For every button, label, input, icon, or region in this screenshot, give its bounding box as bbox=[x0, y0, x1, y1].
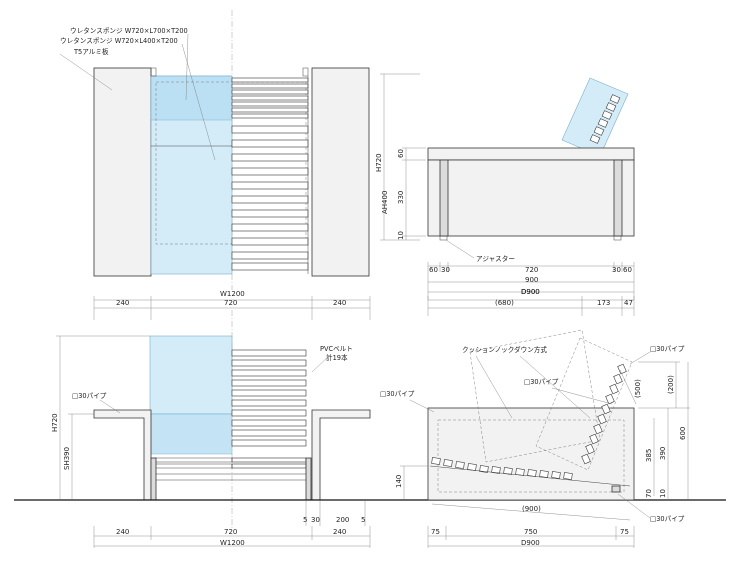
dim-h720: H720 bbox=[375, 153, 383, 172]
dim-10: 10 bbox=[397, 231, 405, 240]
seat-top-band bbox=[427, 147, 635, 161]
urethane-sponge-top bbox=[150, 75, 233, 121]
dim-ah400: AH400 bbox=[381, 191, 389, 214]
front-bottom-total: W1200 bbox=[220, 539, 245, 547]
dim-small-200: 200 bbox=[336, 516, 349, 524]
dim-60: 60 bbox=[397, 149, 405, 158]
dim-900-paren: (900) bbox=[522, 505, 541, 513]
pipe-label-left: □30パイプ bbox=[380, 390, 415, 398]
dim-330: 330 bbox=[397, 191, 405, 204]
dim-d900-top: D900 bbox=[521, 288, 540, 296]
cushion-label: クッションノックダウン方式 bbox=[462, 345, 547, 354]
dim-900: 900 bbox=[525, 276, 538, 284]
backrest-cushion bbox=[561, 77, 629, 157]
dim-small-5: 5 bbox=[303, 516, 307, 524]
dim-10-right: 10 bbox=[659, 489, 667, 498]
section-view: (680) 173 47 D900 bbox=[380, 288, 690, 548]
section-top-total: D900 bbox=[521, 288, 540, 296]
note-aluminum: T5アルミ板 bbox=[73, 47, 109, 56]
front-bottom-240-right: 240 bbox=[333, 528, 346, 536]
dim-bottom-30-right: 30 bbox=[612, 266, 621, 274]
dim-385: 385 bbox=[645, 449, 653, 462]
back-slats bbox=[589, 94, 621, 144]
section-top-47: 47 bbox=[624, 299, 633, 307]
dim-bottom-720: 720 bbox=[525, 266, 538, 274]
front-top-total: W1200 bbox=[220, 290, 245, 298]
dim-390: 390 bbox=[659, 447, 667, 460]
pvc-belt-slats-plan bbox=[231, 77, 309, 271]
front-bottom-720: 720 bbox=[224, 528, 237, 536]
note-sponge-2: ウレタンスポンジ W720×L400×T200 bbox=[60, 36, 178, 45]
front-top-240-left: 240 bbox=[116, 299, 129, 307]
adjuster-label: アジャスター bbox=[476, 254, 515, 263]
adjuster-right bbox=[613, 235, 622, 241]
section-bottom-total: D900 bbox=[521, 539, 540, 547]
dim-70: 70 bbox=[645, 489, 653, 498]
plan-view: ウレタンスポンジ W720×L700×T200 ウレタンスポンジ W720×L4… bbox=[59, 10, 370, 290]
right-arm-block bbox=[311, 67, 370, 277]
section-bottom-75-left: 75 bbox=[431, 528, 440, 536]
dim-small-5b: 5 bbox=[361, 516, 365, 524]
front-view: W1200 240 720 240 bbox=[14, 290, 726, 548]
front-top-720: 720 bbox=[224, 299, 237, 307]
side-frame bbox=[427, 159, 635, 237]
note-sponge-1: ウレタンスポンジ W720×L700×T200 bbox=[70, 26, 188, 35]
front-pipe-label: □30パイプ bbox=[72, 392, 107, 400]
dim-small-30: 30 bbox=[311, 516, 320, 524]
dim-front-h720: H720 bbox=[51, 413, 59, 432]
dim-front-sh390: SH390 bbox=[63, 447, 71, 470]
section-seat-slats bbox=[431, 457, 573, 480]
dim-bottom-60-right: 60 bbox=[623, 266, 632, 274]
section-adjuster bbox=[611, 485, 621, 493]
section-top-680: (680) bbox=[495, 299, 514, 307]
dim-bottom-30-left: 30 bbox=[441, 266, 450, 274]
side-view-top: アジャスター H720 60 AH400 330 10 60 30 720 30… bbox=[375, 73, 635, 300]
front-bottom-240-left: 240 bbox=[116, 528, 129, 536]
left-frame bbox=[93, 409, 152, 501]
dim-600: 600 bbox=[679, 427, 687, 440]
pvc-belt-label: PVCベルト bbox=[320, 345, 353, 353]
right-frame bbox=[311, 409, 371, 501]
dim-200: (200) bbox=[667, 375, 675, 394]
front-seat-cushion bbox=[149, 413, 233, 455]
pvc-belt-count: 計19本 bbox=[326, 353, 348, 362]
adjuster-left bbox=[439, 235, 448, 241]
pvc-belt-slats-front bbox=[231, 349, 307, 469]
dim-140: 140 bbox=[395, 475, 403, 488]
pipe-label-top-right: □30パイプ bbox=[650, 345, 685, 353]
left-arm-block bbox=[93, 67, 152, 277]
dim-500: (500) bbox=[634, 379, 642, 398]
pipe-label-bottom-right: □30パイプ bbox=[650, 515, 685, 523]
section-top-173: 173 bbox=[597, 299, 610, 307]
section-frame bbox=[427, 407, 635, 501]
section-bottom-75-right: 75 bbox=[620, 528, 629, 536]
front-back-cushion bbox=[149, 335, 233, 415]
section-bottom-750: 750 bbox=[524, 528, 537, 536]
front-top-240-right: 240 bbox=[333, 299, 346, 307]
pipe-label-mid: □30パイプ bbox=[524, 378, 559, 386]
dim-bottom-60-left: 60 bbox=[429, 266, 438, 274]
section-back-slats bbox=[581, 363, 627, 465]
